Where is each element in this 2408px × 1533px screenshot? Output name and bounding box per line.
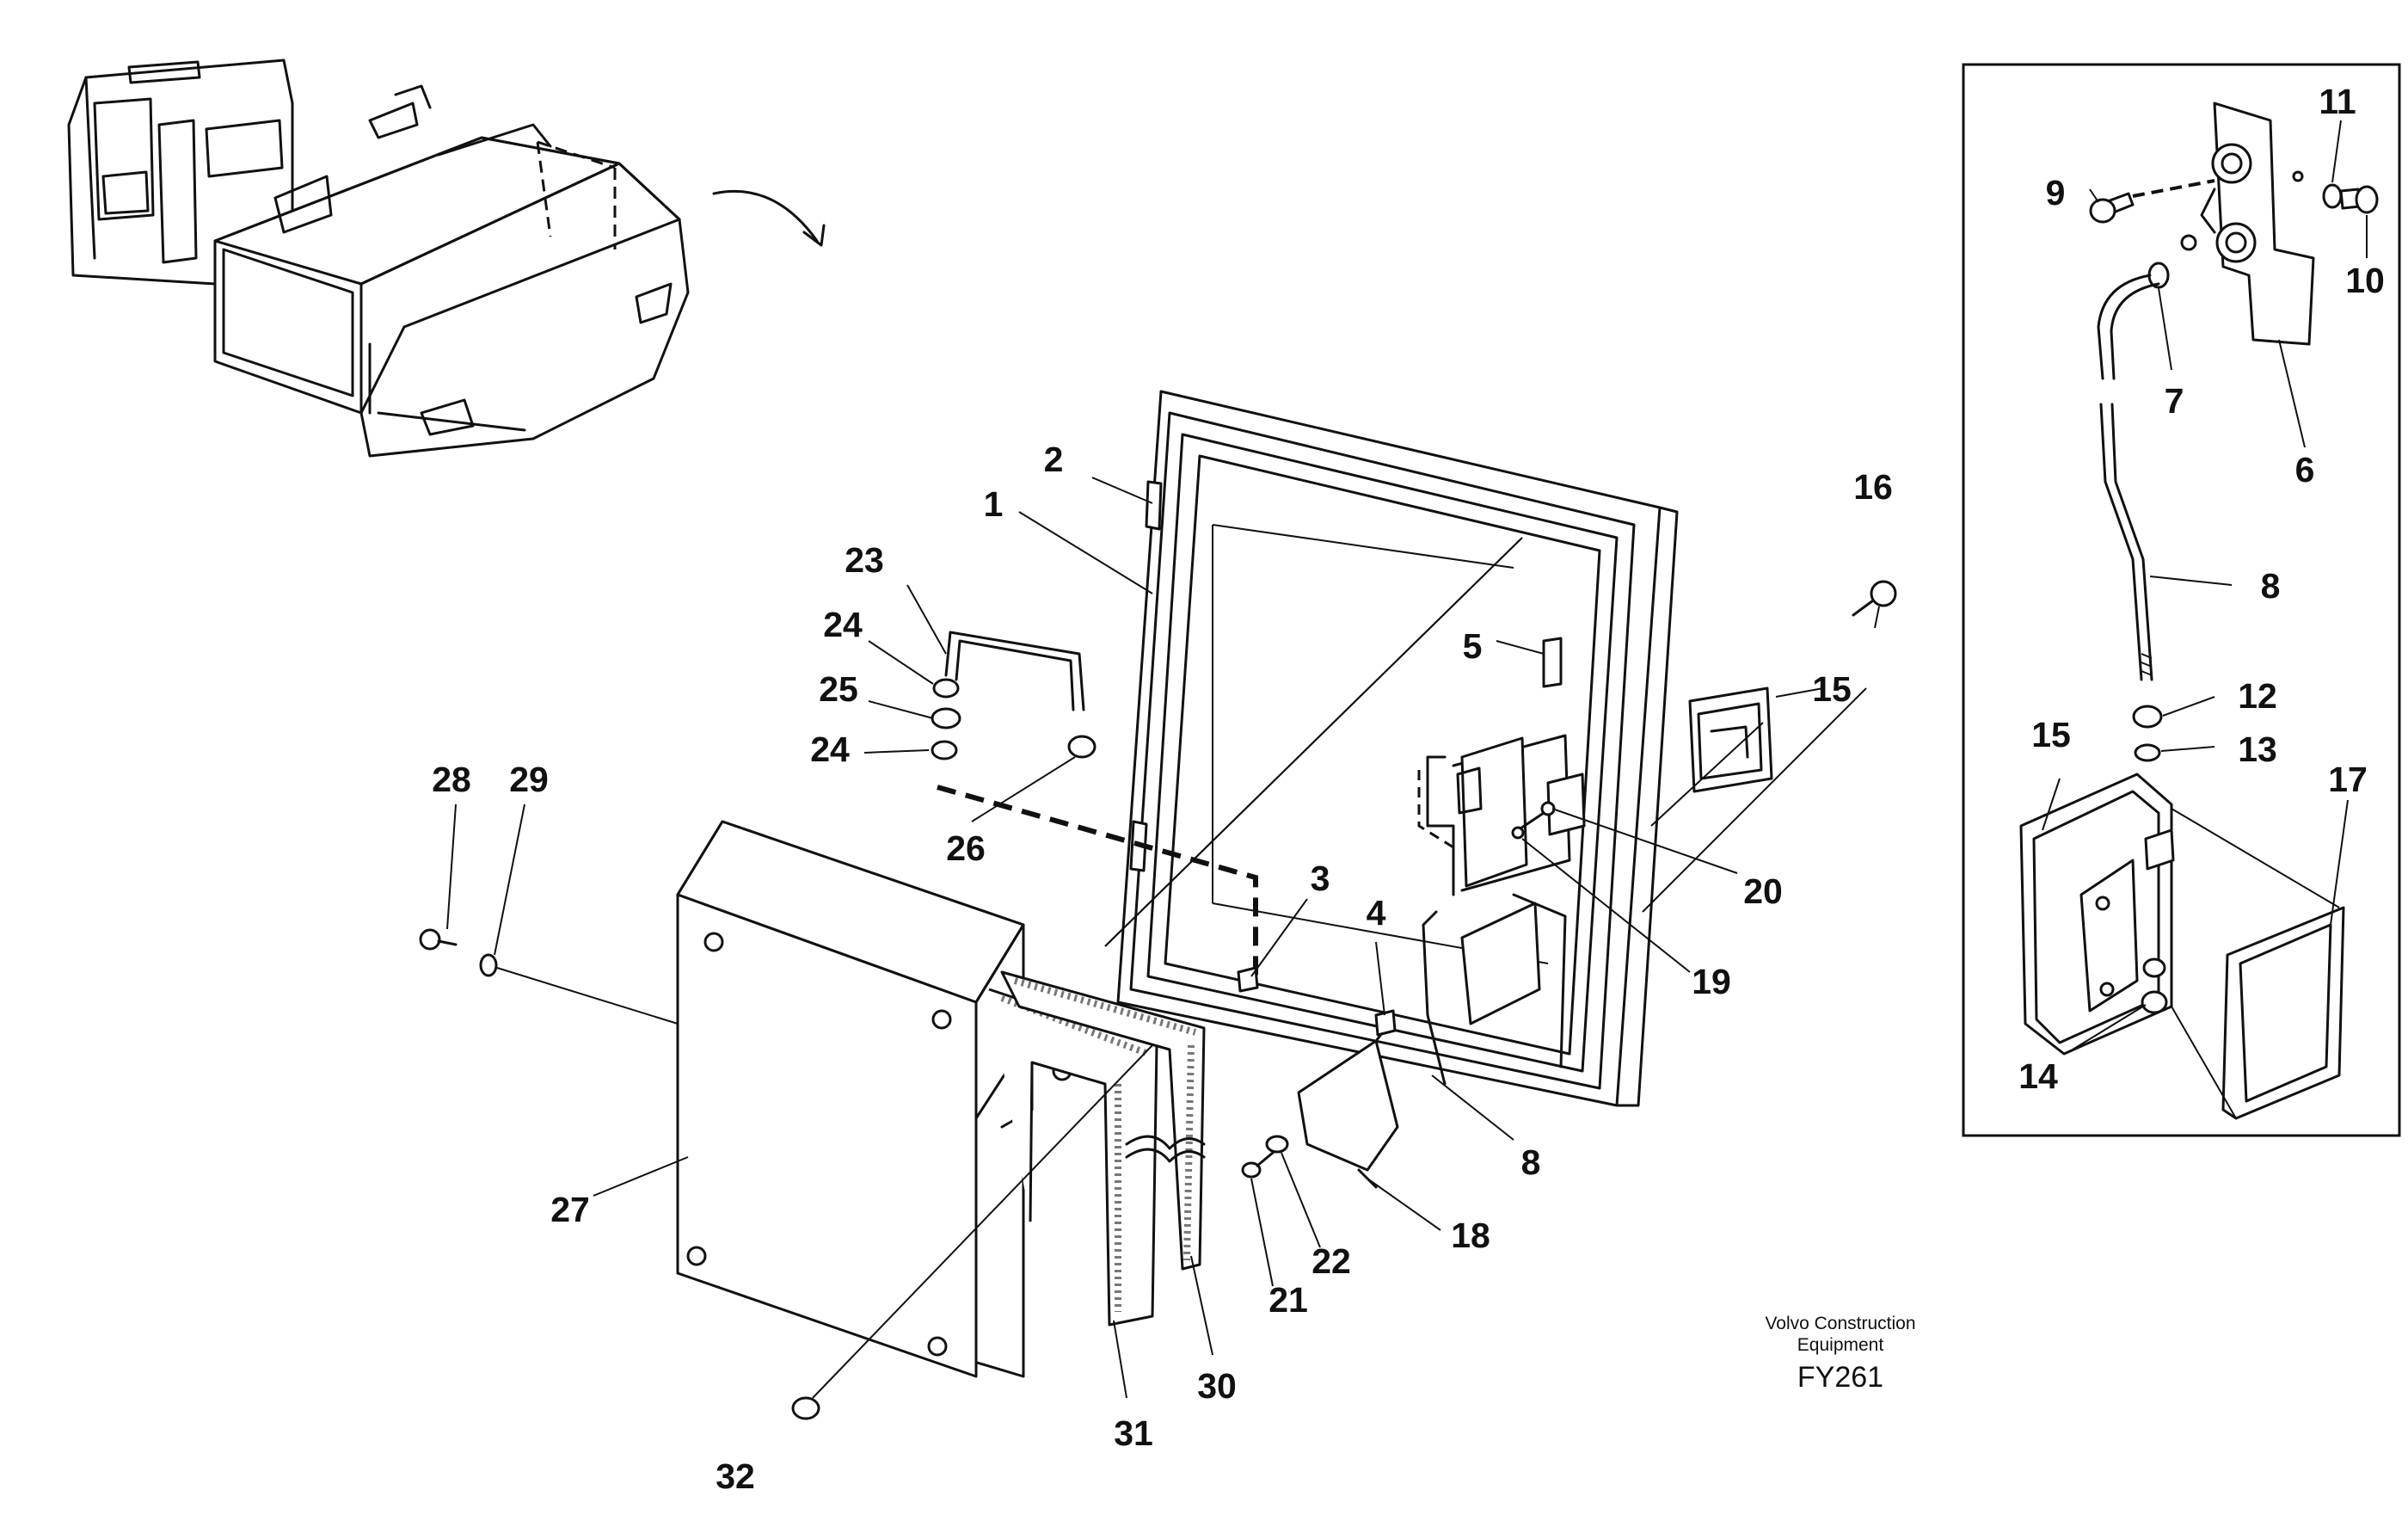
part-27-cover-panel [676,820,1072,1378]
part-29-washer [479,953,498,977]
callout-22: 22 [1312,1241,1351,1281]
main-callouts: 1 2 3 4 5 8 15 16 18 19 20 21 22 23 24 2… [432,440,1893,1496]
part-30-seal [1000,970,1206,1271]
callout-31: 31 [1114,1413,1153,1453]
part-22-washer [1265,1135,1289,1154]
callout-28: 28 [432,760,471,799]
callout-21: 21 [1268,1280,1308,1320]
caption-line-2: Equipment [1797,1335,1884,1355]
callout-27: 27 [550,1190,590,1229]
part-5-catch [1542,637,1563,688]
callout-24b: 24 [810,730,850,769]
inset-frame [1962,63,2401,1137]
callout-18: 18 [1451,1216,1490,1255]
inset-callout-10: 10 [2345,261,2385,300]
callout-5: 5 [1463,626,1483,666]
inset-callout-14: 14 [2018,1056,2058,1096]
inset-callout-11: 11 [2319,82,2356,121]
diagram-caption: Volvo Construction Equipment FY261 [1765,1314,1915,1394]
callout-26: 26 [946,828,986,868]
main-callout-leaders [446,477,1880,1399]
callout-3: 3 [1311,859,1330,898]
inset-callout-13: 13 [2238,730,2277,769]
callout-1: 1 [984,484,1004,524]
service-door-panel [1116,390,1679,1107]
caption-line-1: Volvo Construction [1765,1314,1915,1333]
inset-callout-7: 7 [2165,381,2184,421]
callout-20: 20 [1743,871,1783,911]
callout-15: 15 [1812,669,1852,709]
part-32-nut [791,1396,820,1420]
part-8-rod [1422,910,1447,1086]
callout-2: 2 [1044,440,1064,479]
part-28-screw [419,928,458,951]
callout-19: 19 [1692,962,1731,1001]
caption-code: FY261 [1797,1361,1883,1394]
callout-30: 30 [1197,1366,1237,1406]
callout-25: 25 [819,669,858,709]
part-23-handle [931,631,1096,760]
callout-32: 32 [716,1456,755,1496]
callout-23: 23 [845,540,884,580]
inset-callout-9: 9 [2046,173,2066,212]
callout-4: 4 [1367,893,1386,933]
inset-callout-15: 15 [2031,715,2071,754]
part-4-clip [1374,1009,1397,1037]
callout-8: 8 [1521,1142,1541,1182]
excavator-overview-illustration [67,58,826,458]
part-15-handle [1688,686,1773,793]
inset-callout-12: 12 [2238,676,2277,716]
lock-bracket [1426,736,1586,896]
callout-29: 29 [509,760,549,799]
part-16-screw [1852,580,1897,617]
inset-callout-17: 17 [2328,760,2368,799]
callout-24a: 24 [823,605,863,644]
lock-mechanism-inset: 11 9 10 7 6 8 12 15 13 17 14 [1962,63,2401,1137]
callout-16: 16 [1853,467,1893,507]
part-21-screw [1241,1151,1275,1179]
inset-callout-8: 8 [2261,566,2281,606]
inset-callout-6: 6 [2295,450,2315,489]
